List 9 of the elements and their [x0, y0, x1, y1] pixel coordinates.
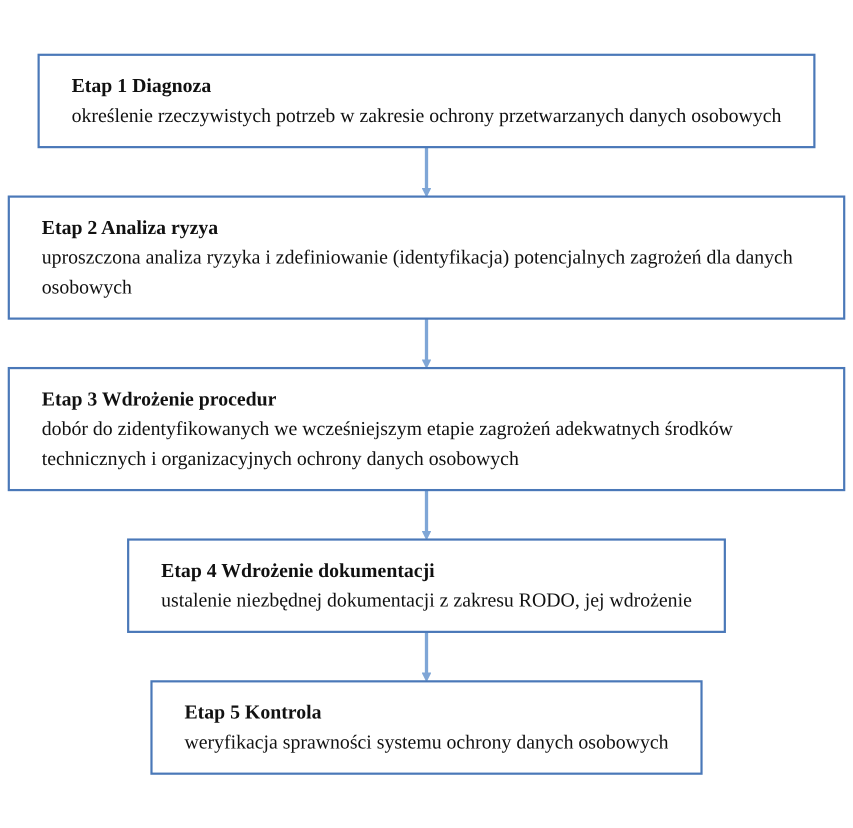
arrow — [422, 146, 432, 197]
arrow — [422, 632, 432, 682]
node-box: Etap 2 Analiza ryzya uproszczona analiza ryzyka i zdefiniowanie (identyfikacja) potencjalnych zagrożeń dla danych osobowych — [8, 195, 846, 320]
node-box: Etap 3 Wdrożenie procedur dobór do zidentyfikowanych we wcześniejszym etapie zagrożeń adekwatnych środków technicznych i organizacyjnych ochrony danych osobowych — [8, 366, 846, 491]
node-box: Etap 1 Diagnoza określenie rzeczywistych potrzeb w zakresie ochrony przetwarzanych danych osobowych — [38, 53, 816, 148]
arrow — [422, 490, 432, 540]
node-box: Etap 4 Wdrożenie dokumentacji ustalenie niezbędnej dokumentacji z zakresu RODO, jej wdrożenie — [127, 538, 726, 633]
arrow — [422, 318, 432, 368]
node-box: Etap 5 Kontrola weryfikacja sprawności systemu ochrony danych osobowych — [150, 680, 703, 775]
